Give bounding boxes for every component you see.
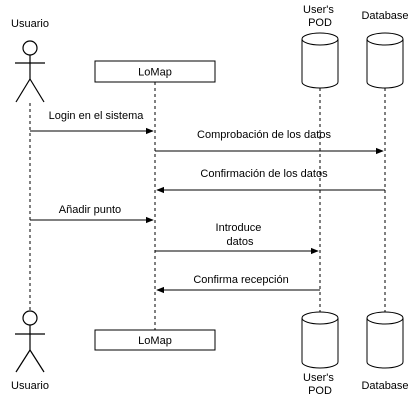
pod-bottom-label: User's POD: [303, 372, 337, 397]
message-anadir-punto-label-line1: Añadir punto: [59, 204, 121, 216]
usuario-bottom-label: Usuario: [11, 380, 49, 392]
lomap-top-label: LoMap: [138, 67, 172, 79]
message-anadir-punto: Añadir punto: [30, 204, 154, 224]
pod-top-label: User's POD: [303, 4, 337, 29]
message-comprobacion-label: Comprobación de los datos: [197, 129, 331, 141]
lomap-box-bottom: [94, 329, 216, 351]
message-login: Login en el sistema: [30, 110, 154, 135]
usuario-actor-bottom-icon: [15, 310, 45, 373]
pod-top-label-line1: User's: [303, 4, 334, 16]
message-comprobacion: Comprobación de los datos: [155, 129, 384, 155]
message-login-label-line1: Login en el sistema: [49, 110, 145, 122]
message-introduce-datos-label: Introduce datos: [216, 222, 265, 248]
database-cylinder-bottom-icon: [366, 311, 404, 369]
usuario-top-label: Usuario: [11, 18, 49, 30]
message-confirmacion-label: Confirmación de los datos: [200, 168, 328, 180]
pod-cylinder-bottom-icon: [301, 311, 339, 369]
message-confirmacion: Confirmación de los datos: [156, 168, 385, 194]
message-anadir-punto-label: Añadir punto: [59, 204, 121, 216]
message-login-label: Login en el sistema: [49, 110, 145, 122]
message-introduce-datos-label-line2: datos: [227, 236, 254, 248]
database-bottom-label: Database: [361, 380, 408, 392]
database-top-label: Database: [361, 10, 408, 22]
pod-top-label-line2: POD: [308, 17, 332, 29]
pod-bottom-label-line2: POD: [308, 385, 332, 397]
message-introduce-datos: Introduce datos: [155, 222, 319, 255]
message-confirma-recepcion-label-line1: Confirma recepción: [193, 274, 288, 286]
message-introduce-datos-label-line1: Introduce: [216, 222, 262, 234]
message-comprobacion-label-line1: Comprobación de los datos: [197, 129, 331, 141]
pod-bottom-label-line1: User's: [303, 372, 334, 384]
lomap-bottom-label: LoMap: [138, 335, 172, 347]
message-confirma-recepcion: Confirma recepción: [156, 274, 320, 294]
usuario-actor-top-icon: [15, 40, 45, 103]
lomap-box-top: [94, 60, 216, 83]
message-confirma-recepcion-label: Confirma recepción: [193, 274, 288, 286]
message-confirmacion-label-line1: Confirmación de los datos: [200, 168, 328, 180]
pod-cylinder-top-icon: [301, 32, 339, 89]
database-cylinder-top-icon: [366, 32, 404, 89]
